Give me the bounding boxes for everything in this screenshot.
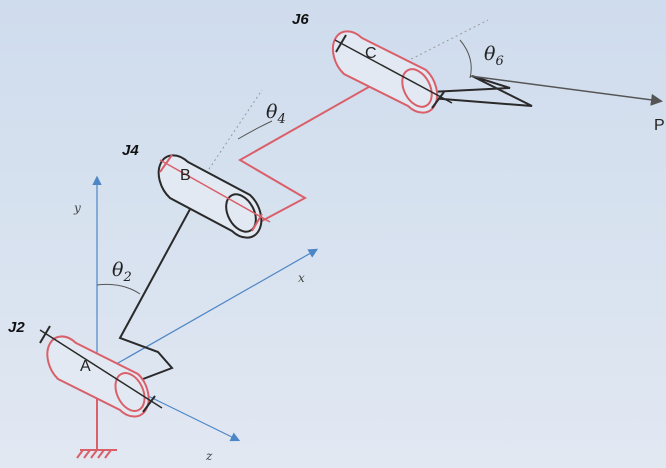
j6-label: J6 — [292, 11, 309, 28]
joint-b-axis-tick — [159, 159, 271, 223]
end-effector-ray — [469, 75, 663, 106]
joint-c-cylinder — [331, 30, 439, 114]
x-axis-label: x — [298, 271, 305, 285]
point-p-label: P — [654, 117, 665, 134]
x-axis — [96, 248, 319, 376]
node-c-label: C — [365, 45, 377, 62]
joint-b-cylinder — [157, 154, 263, 239]
link-b-c — [237, 74, 391, 224]
joint-a-axis-tick — [39, 329, 163, 409]
theta4-arc — [237, 120, 273, 140]
theta6-arc — [459, 39, 472, 79]
y-axis-label: y — [73, 201, 81, 215]
j2-label: J2 — [8, 319, 25, 336]
z-axis-label: z — [205, 449, 213, 463]
end-effector — [429, 75, 533, 107]
link-a-b — [118, 199, 196, 383]
node-a-label: A — [80, 358, 91, 375]
joint-c-axis-tick — [334, 39, 453, 104]
z-axis — [139, 391, 241, 442]
theta6-label: θ6 — [484, 43, 504, 69]
joint-a-cylinder — [46, 335, 150, 418]
theta2-label: θ2 — [112, 259, 132, 285]
theta4-label: θ4 — [266, 101, 286, 127]
j4-label: J4 — [122, 142, 139, 159]
ground — [76, 392, 117, 459]
angle-arcs — [96, 39, 472, 295]
theta2-arc — [96, 283, 141, 295]
node-b-label: B — [180, 167, 191, 184]
